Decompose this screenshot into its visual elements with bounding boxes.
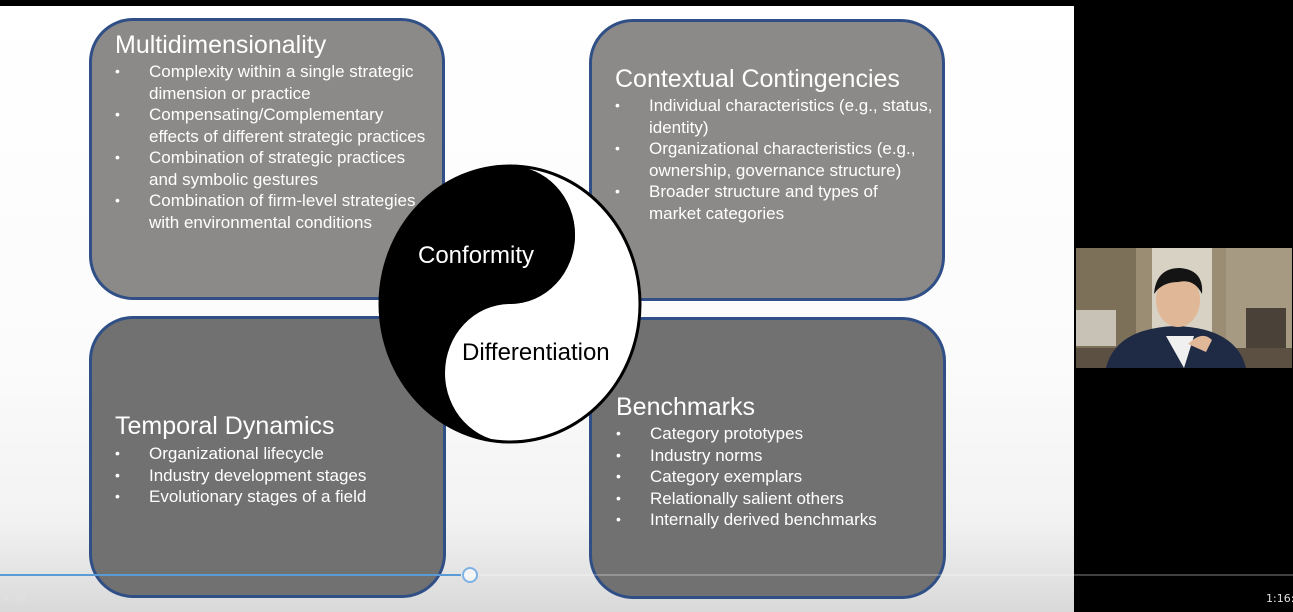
list-item: Internally derived benchmarks	[616, 509, 934, 531]
presentation-slide: Multidimensionality Complexity within a …	[0, 6, 1074, 612]
differentiation-label: Differentiation	[462, 339, 610, 366]
yin-yang-icon	[378, 164, 642, 444]
list-item: Complexity within a single strategic dim…	[115, 61, 433, 104]
list-item: Organizational characteristics (e.g., ow…	[615, 138, 933, 181]
yin-yang-diagram: Conformity Differentiation	[377, 163, 643, 445]
benchmarks-list: Category prototypes Industry norms Categ…	[616, 423, 934, 531]
multidimensionality-box: Multidimensionality Complexity within a …	[89, 18, 445, 300]
list-item: Broader structure and types of market ca…	[615, 181, 933, 224]
webcam-video-thumbnail[interactable]	[1076, 248, 1292, 368]
list-item: Organizational lifecycle	[115, 443, 433, 465]
list-item: Industry norms	[616, 445, 934, 467]
conformity-label: Conformity	[418, 242, 535, 269]
list-item: Category exemplars	[616, 466, 934, 488]
temporal-dynamics-title: Temporal Dynamics	[115, 412, 335, 440]
list-item: Compensating/Complementary effects of di…	[115, 104, 433, 147]
list-item: Industry development stages	[115, 465, 433, 487]
list-item: Relationally salient others	[616, 488, 934, 510]
benchmarks-title: Benchmarks	[616, 393, 755, 421]
contextual-contingencies-box: Contextual Contingencies Individual char…	[589, 19, 945, 301]
temporal-dynamics-list: Organizational lifecycle Industry develo…	[115, 443, 433, 508]
total-time: 1:16:	[1266, 592, 1293, 605]
presenter-video-icon	[1076, 248, 1292, 368]
current-time: 4:08	[2, 592, 27, 605]
list-item: Category prototypes	[616, 423, 934, 445]
list-item: Combination of firm-level strategies wit…	[115, 190, 433, 233]
multidimensionality-list: Complexity within a single strategic dim…	[115, 61, 433, 233]
multidimensionality-title: Multidimensionality	[115, 31, 327, 59]
list-item: Individual characteristics (e.g., status…	[615, 95, 933, 138]
list-item: Evolutionary stages of a field	[115, 486, 433, 508]
list-item: Combination of strategic practices and s…	[115, 147, 433, 190]
temporal-dynamics-box: Temporal Dynamics Organizational lifecyc…	[89, 316, 446, 598]
benchmarks-box: Benchmarks Category prototypes Industry …	[589, 317, 946, 599]
progress-track[interactable]	[0, 574, 1293, 576]
contextual-contingencies-list: Individual characteristics (e.g., status…	[615, 95, 933, 224]
progress-played	[0, 574, 461, 576]
seek-handle[interactable]	[462, 567, 478, 583]
contextual-contingencies-title: Contextual Contingencies	[615, 65, 900, 93]
